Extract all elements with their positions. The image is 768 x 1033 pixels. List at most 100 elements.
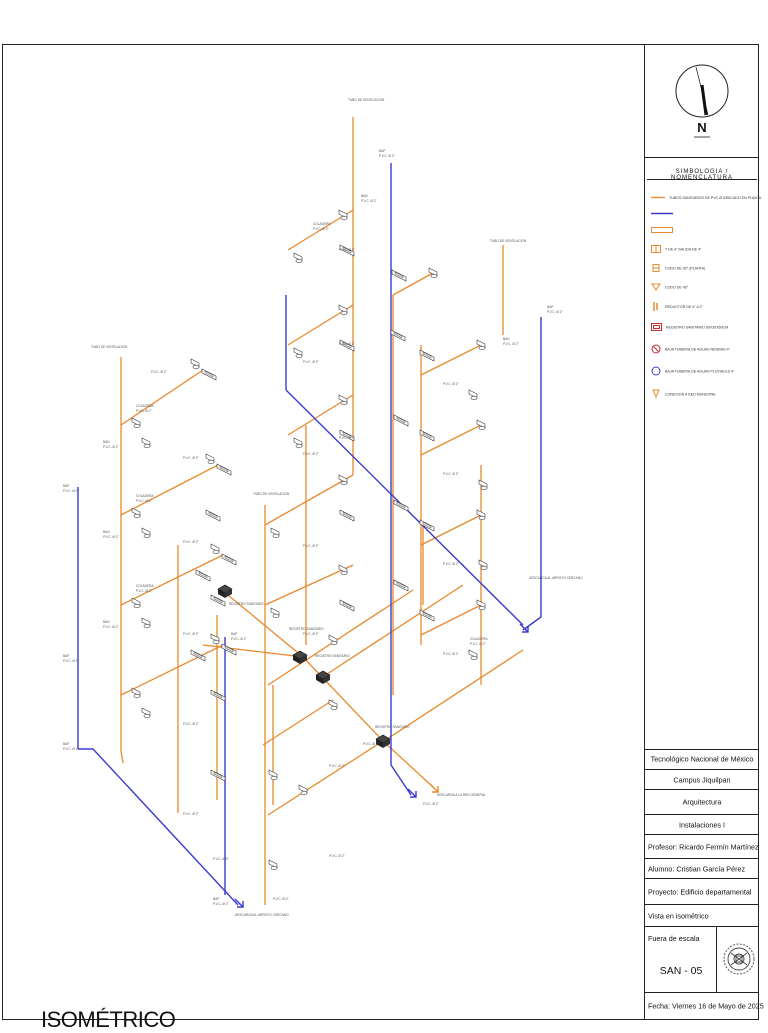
toilet-fixture-icon <box>428 267 438 279</box>
toilet-fixture-icon <box>131 687 141 699</box>
sink-fixture-icon <box>190 649 206 662</box>
sink-fixture-icon <box>419 349 435 362</box>
toilet-fixture-icon <box>328 634 338 646</box>
toilet-fixture-icon <box>476 339 486 351</box>
pvc-label: P.V.C. Ø 2" <box>329 854 345 858</box>
vent-tube-label: TUBO DE VENTILACION <box>253 492 290 496</box>
pvc-label: P.V.C. Ø 2" <box>303 360 319 364</box>
rain-diagonal-4 <box>78 748 239 906</box>
vent-tube-label: TUBO DE VENTILACION <box>490 239 527 243</box>
ban-label: BAN <box>361 194 368 198</box>
coladera-label: COLADERA <box>136 494 154 498</box>
pipe-labels: TUBO DE VENTILACION TUBO DE VENTILACION TU… <box>63 98 583 917</box>
toilet-fixture-icon <box>210 543 220 555</box>
toilet-fixture-icon <box>270 607 280 619</box>
center-branch-3 <box>264 474 354 526</box>
legend-item: T DE 4" SALIDA DE 4" <box>651 245 701 254</box>
coladera-label: COLADERA <box>136 404 154 408</box>
pvc-label: P.V.C. Ø 2" <box>443 562 459 566</box>
pvc-label: P.V.C. Ø 2" <box>339 342 355 346</box>
rain-pipes <box>77 163 542 908</box>
left-branch-2 <box>120 554 224 606</box>
sanitary-pipes <box>120 117 524 905</box>
right-branch-3 <box>420 514 482 546</box>
toilet-fixture-icon <box>190 358 200 370</box>
toilet-fixture-icon <box>476 509 486 521</box>
drawing-title: ISOMÉTRICO <box>41 1007 176 1032</box>
sink-fixture-icon <box>221 553 237 566</box>
right-branch-2 <box>420 424 482 456</box>
fixtures <box>131 209 488 871</box>
legend-item-label: REDUCTOR DE 4" A 2" <box>665 305 703 309</box>
toilet-fixture-icon <box>478 479 488 491</box>
bap-label: BAP <box>63 484 69 488</box>
legend-item: CODO DE 90° (PLANTA) <box>651 264 705 273</box>
toilet-fixture-icon <box>338 564 348 576</box>
project-row: Proyecto: Edificio departamental <box>645 879 759 905</box>
pvc-label: P.V.C. Ø 2" <box>213 902 229 906</box>
main-collector <box>227 594 434 788</box>
pvc-label: P.V.C. Ø 2" <box>136 589 152 593</box>
view-row: Vista en isométrico <box>645 905 759 927</box>
rain-outlet-arrow-icon <box>234 898 244 908</box>
collector-diagonal-3 <box>377 649 524 746</box>
institution-seal-icon <box>723 943 755 975</box>
logo-cell <box>717 927 759 993</box>
pvc-label: P.V.C. Ø 2" <box>303 632 319 636</box>
toilet-fixture-icon <box>141 437 151 449</box>
sanitary-register-icon <box>315 670 331 684</box>
sheet-number: SAN - 05 <box>659 965 703 977</box>
pvc-label: P.V.C. Ø 2" <box>183 540 199 544</box>
sink-fixture-icon <box>221 643 237 656</box>
pvc-label: P.V.C. Ø 2" <box>183 722 199 726</box>
sink-fixture-icon <box>419 609 435 622</box>
pvc-label: P.V.C. Ø 2" <box>339 248 355 252</box>
scale-sheet-cell: Fuera de escala SAN - 05 <box>645 927 717 993</box>
descarga-red-label: DESCARGA A LA RED GENERAL <box>437 793 486 797</box>
course-row: Instalaciones I <box>645 815 759 835</box>
toilet-fixture-icon <box>141 527 151 539</box>
bap-label: BAP <box>547 305 553 309</box>
sink-fixture-icon <box>419 519 435 532</box>
pvc-label: P.V.C. Ø 2" <box>443 382 459 386</box>
isometric-drawing: TUBO DE VENTILACION TUBO DE VENTILACION TU… <box>63 98 583 917</box>
registro-label: REGISTRO SANITARIO <box>289 627 324 631</box>
ban-label: BAN <box>103 620 110 624</box>
bap-label: BAP <box>63 654 69 658</box>
sink-fixture-icon <box>393 499 409 512</box>
pvc-label: P.V.C. Ø 2" <box>547 310 563 314</box>
pvc-label: P.V.C. Ø 2" <box>329 764 345 768</box>
toilet-fixture-icon <box>205 453 215 465</box>
registers <box>217 584 391 748</box>
toilet-fixture-icon <box>141 617 151 629</box>
vent-tube-label: TUBO DE VENTILACION <box>348 98 385 102</box>
rain-outlet-2 <box>390 764 412 796</box>
pvc-label: P.V.C. Ø 2" <box>103 445 119 449</box>
pvc-label: P.V.C. Ø 2" <box>151 370 167 374</box>
toilet-fixture-icon <box>478 559 488 571</box>
toilet-fixture-icon <box>338 304 348 316</box>
rain-water-down-icon <box>651 366 661 377</box>
pvc-label: P.V.C. Ø 2" <box>183 812 199 816</box>
sink-fixture-icon <box>339 509 355 522</box>
legend-item-label: CODO DE 45° <box>665 285 689 290</box>
elbow-45-icon <box>651 283 661 292</box>
legend-item-label: BAJA TUBERIA DE AGUAS PLUVIALES 4" <box>665 369 735 374</box>
toilet-fixture-icon <box>338 474 348 486</box>
student-row: Alumno: Cristian García Pérez <box>645 859 759 879</box>
bap-label: BAP <box>379 149 385 153</box>
sanitary-register-icon <box>217 584 233 598</box>
registro-label: REGISTRO SANITARIO <box>229 602 264 606</box>
toilet-fixture-icon <box>270 527 280 539</box>
legend-item: REDUCTOR DE 4" A 2" <box>651 302 703 312</box>
pvc-label: P.V.C. Ø 2" <box>313 227 329 231</box>
toilet-fixture-icon <box>268 769 278 781</box>
toilet-fixture-icon <box>293 437 303 449</box>
professor-row: Profesor: Ricardo Fermín Martínez <box>645 835 759 859</box>
drawing-sheet: TUBO DE VENTILACION TUBO DE VENTILACION TU… <box>2 44 764 1032</box>
pvc-label: P.V.C. Ø 2" <box>136 499 152 503</box>
orange-line-icon <box>651 195 665 201</box>
pvc-label: P.V.C. Ø 2" <box>339 436 355 440</box>
sink-fixture-icon <box>393 414 409 427</box>
toilet-fixture-icon <box>476 599 486 611</box>
